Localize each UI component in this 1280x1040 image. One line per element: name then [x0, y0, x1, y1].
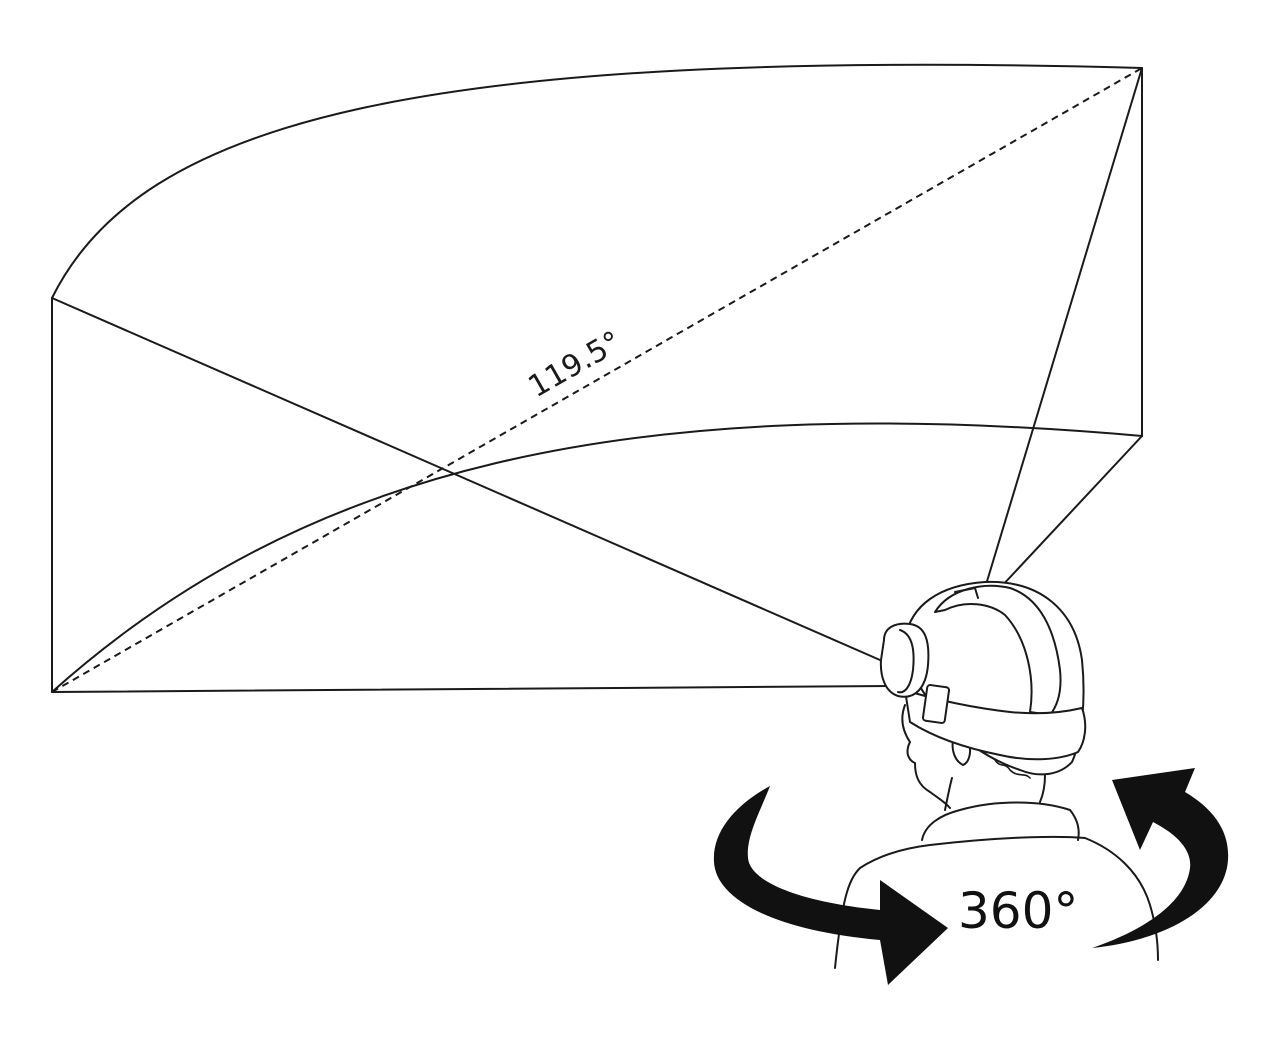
headset-visor-inner [897, 629, 915, 694]
rotation-arrow-right-icon [1092, 768, 1229, 948]
frame-bottom-edge [51, 685, 891, 693]
sightline-right-bottom [999, 435, 1143, 589]
headset-visor [879, 622, 930, 698]
headset-strap-clip [921, 684, 951, 724]
sightline-left-top [51, 297, 881, 661]
frame-inner-curve [51, 422, 1143, 693]
headset-top-strap [934, 584, 1062, 716]
headset-side-strap [904, 689, 1087, 761]
fov-diagonal-dashed [51, 67, 1143, 693]
person-collar [921, 801, 1080, 841]
frame-top-curve [51, 63, 1143, 299]
person-neck [944, 774, 1046, 811]
person-ear [951, 734, 972, 766]
headset-top-button [954, 587, 979, 599]
rotation-arrow-left-icon [713, 786, 948, 985]
person-torso [834, 835, 1159, 969]
sightline-right-top [984, 67, 1143, 589]
rotation-label: 360° [958, 882, 1078, 940]
person-face [901, 704, 951, 809]
person-figure [834, 580, 1159, 969]
